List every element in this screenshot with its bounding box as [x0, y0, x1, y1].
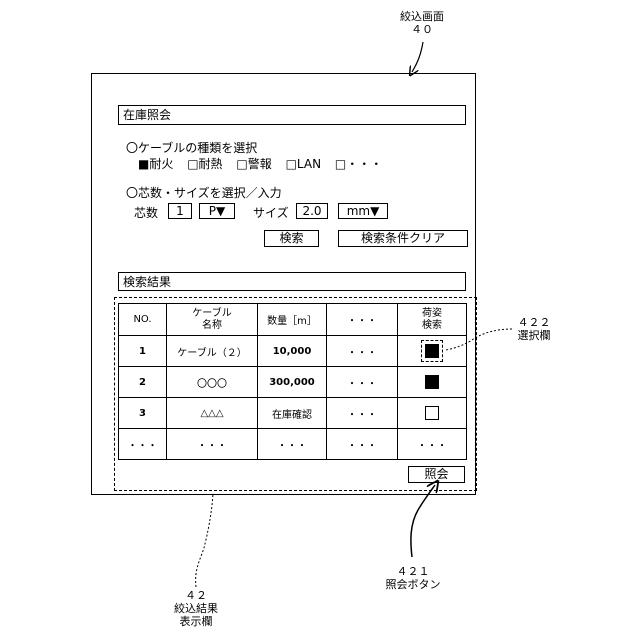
- query-button[interactable]: 照会: [408, 466, 465, 483]
- table-row: 1 ケーブル（２） 10,000 ・・・: [119, 336, 467, 367]
- query-button-callout-ref: ４２１: [380, 565, 446, 578]
- cores-label: 芯数: [134, 204, 158, 221]
- select-checkbox-checked[interactable]: [425, 375, 439, 389]
- cable-type-more[interactable]: □・・・: [335, 157, 382, 171]
- result-area-callout-ref: ４２: [166, 589, 226, 602]
- header-no: NO.: [119, 304, 167, 336]
- select-column-highlight: [421, 340, 443, 362]
- result-area-callout: ４２ 絞込結果 表示欄: [166, 589, 226, 628]
- size-unit-select[interactable]: mm▼: [338, 203, 388, 219]
- size-label: サイズ: [253, 204, 289, 221]
- row-name: △△△: [167, 398, 258, 429]
- table-header-row: NO. ケーブル 名称 数量［m］ ・・・ 荷姿 検索: [119, 304, 467, 336]
- row-no: 1: [119, 336, 167, 367]
- select-col-callout-ref: ４２２: [508, 316, 560, 329]
- row-more: ・・・: [327, 398, 398, 429]
- checkbox-empty-icon: □: [286, 157, 297, 171]
- cable-type-fireproof[interactable]: ■耐火: [138, 157, 173, 171]
- row-select-cell: [398, 336, 467, 367]
- query-button-callout: ４２１ 照会ボタン: [380, 565, 446, 591]
- inventory-title-bar: 在庫照会: [118, 105, 466, 125]
- row-select-cell: [398, 367, 467, 398]
- row-select: ・・・: [398, 429, 467, 460]
- search-button[interactable]: 検索: [264, 230, 319, 247]
- row-quantity: 300,000: [258, 367, 327, 398]
- header-cable-name: ケーブル 名称: [167, 304, 258, 336]
- clear-conditions-button[interactable]: 検索条件クリア: [338, 230, 468, 247]
- table-row: 2 〇〇〇 300,000 ・・・: [119, 367, 467, 398]
- cores-input[interactable]: 1: [168, 203, 192, 219]
- cable-type-heatproof[interactable]: □耐熱: [187, 157, 222, 171]
- row-name: 〇〇〇: [167, 367, 258, 398]
- cores-unit-select[interactable]: P▼: [199, 203, 235, 219]
- results-title: 検索結果: [123, 275, 171, 289]
- select-col-callout: ４２２ 選択欄: [508, 316, 560, 342]
- checkbox-empty-icon: □: [335, 157, 346, 171]
- header-more: ・・・: [327, 304, 398, 336]
- table-row: ・・・ ・・・ ・・・ ・・・ ・・・: [119, 429, 467, 460]
- row-quantity: 在庫確認: [258, 398, 327, 429]
- row-quantity: 10,000: [258, 336, 327, 367]
- table-row: 3 △△△ 在庫確認 ・・・: [119, 398, 467, 429]
- results-table: NO. ケーブル 名称 数量［m］ ・・・ 荷姿 検索 1 ケーブル（２） 10…: [118, 303, 467, 460]
- row-no: ・・・: [119, 429, 167, 460]
- row-name: ケーブル（２）: [167, 336, 258, 367]
- result-area-leader-line: [196, 493, 213, 587]
- row-more: ・・・: [327, 336, 398, 367]
- result-area-callout-name-2: 表示欄: [166, 615, 226, 628]
- cable-type-heading: 〇ケーブルの種類を選択: [126, 139, 257, 156]
- size-input[interactable]: 2.0: [296, 203, 328, 219]
- cable-type-options: ■耐火 □耐熱 □警報 □LAN □・・・: [138, 155, 382, 172]
- cable-type-lan[interactable]: □LAN: [286, 157, 322, 171]
- header-quantity: 数量［m］: [258, 304, 327, 336]
- screen-callout: 絞込画面 ４０: [395, 10, 449, 36]
- row-name: ・・・: [167, 429, 258, 460]
- row-no: 2: [119, 367, 167, 398]
- query-button-callout-name: 照会ボタン: [380, 578, 446, 591]
- row-more: ・・・: [327, 429, 398, 460]
- cable-type-alarm[interactable]: □警報: [236, 157, 271, 171]
- row-select-cell: [398, 398, 467, 429]
- row-quantity: ・・・: [258, 429, 327, 460]
- screen-callout-name: 絞込画面: [395, 10, 449, 23]
- checkbox-empty-icon: □: [236, 157, 247, 171]
- select-col-callout-name: 選択欄: [508, 329, 560, 342]
- screen-callout-ref: ４０: [395, 23, 449, 36]
- checkbox-empty-icon: □: [187, 157, 198, 171]
- results-title-bar: 検索結果: [118, 272, 466, 291]
- size-heading: 〇芯数・サイズを選択／入力: [126, 184, 282, 201]
- checkbox-checked-icon: ■: [138, 157, 149, 171]
- result-area-callout-name-1: 絞込結果: [166, 602, 226, 615]
- select-checkbox-empty[interactable]: [425, 406, 439, 420]
- inventory-title: 在庫照会: [123, 108, 171, 122]
- select-checkbox-checked[interactable]: [425, 344, 439, 358]
- header-select: 荷姿 検索: [398, 304, 467, 336]
- row-no: 3: [119, 398, 167, 429]
- screen-leader-line: [412, 42, 423, 72]
- query-button-leader-line: [411, 485, 435, 557]
- row-more: ・・・: [327, 367, 398, 398]
